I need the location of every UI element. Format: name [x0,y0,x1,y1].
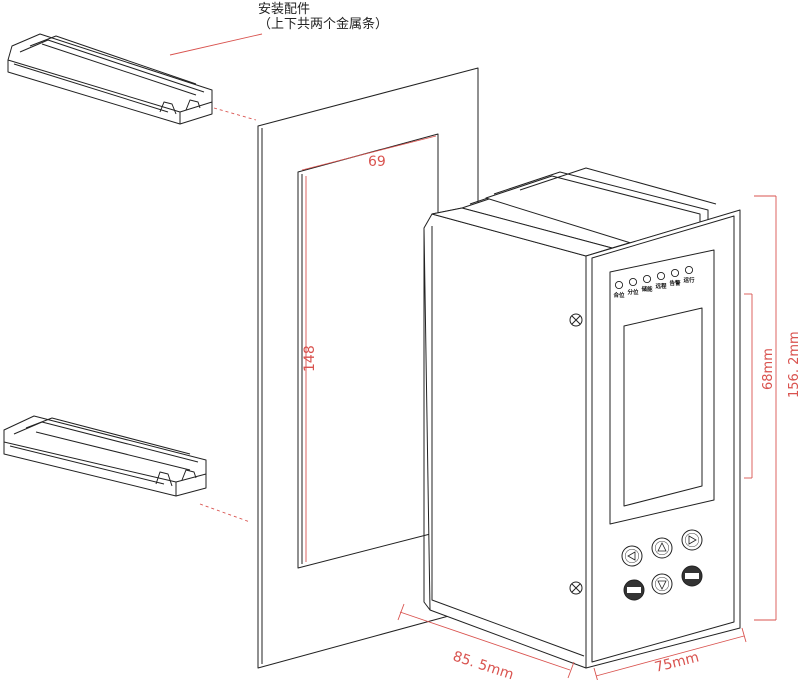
front-width-label: 75mm [653,649,701,675]
led-indicator-3 [642,274,652,284]
led-label-3: 储能 [640,285,653,293]
side-screw-lower-icon [569,581,583,595]
top-bracket-guide-line [213,107,257,121]
lcd-screen [623,307,703,507]
cutout-dimension-lines [301,135,437,562]
callout-leader-line [169,33,263,56]
led-indicator-2 [628,277,638,287]
confirm-key-glyph-icon [685,573,699,579]
led-indicator-1 [614,280,624,290]
led-label-4: 远程 [655,282,667,290]
right-arrow-key[interactable] [681,529,703,551]
cutout-height-label: 148 [302,345,318,372]
led-label-5: 告警 [669,279,681,287]
callout-title: 安装配件 [258,2,311,17]
screen-height-dimension [744,293,753,479]
up-arrow-icon [657,542,667,552]
left-arrow-key[interactable] [621,545,643,567]
menu-key-glyph-icon [627,587,641,593]
up-arrow-key[interactable] [651,537,673,559]
depth-dimension [397,603,575,679]
confirm-key[interactable] [681,565,703,587]
led-indicator-4 [656,271,666,281]
callout-subtitle: （上下共两个金属条） [258,17,389,32]
cutout-width-label: 69 [368,154,386,170]
top-mounting-bracket [7,33,213,125]
side-screw-upper-icon [569,313,583,327]
total-height-label: 156. 2mm [787,331,800,398]
down-arrow-key[interactable] [651,573,673,595]
mounting-frame [257,67,479,669]
front-panel [585,209,741,669]
bottom-bracket-guide-line [199,503,251,523]
led-label-1: 合位 [613,291,625,299]
depth-label: 85. 5mm [451,649,516,680]
led-label-2: 分位 [627,288,639,296]
bottom-mounting-bracket [3,415,207,497]
led-label-6: 运行 [683,276,695,284]
mounting-accessory-callout: 安装配件 （上下共两个金属条） [258,2,388,32]
left-arrow-icon [627,551,636,561]
right-arrow-icon [688,535,697,545]
down-arrow-icon [657,580,667,590]
total-height-dimension [754,195,777,621]
led-indicator-6 [684,265,694,275]
screen-height-label: 68mm [761,348,776,390]
led-indicator-row: 合位分位储能远程告警运行 [613,265,695,299]
menu-key[interactable] [623,579,645,601]
keypad [621,529,703,601]
led-indicator-5 [670,268,680,278]
